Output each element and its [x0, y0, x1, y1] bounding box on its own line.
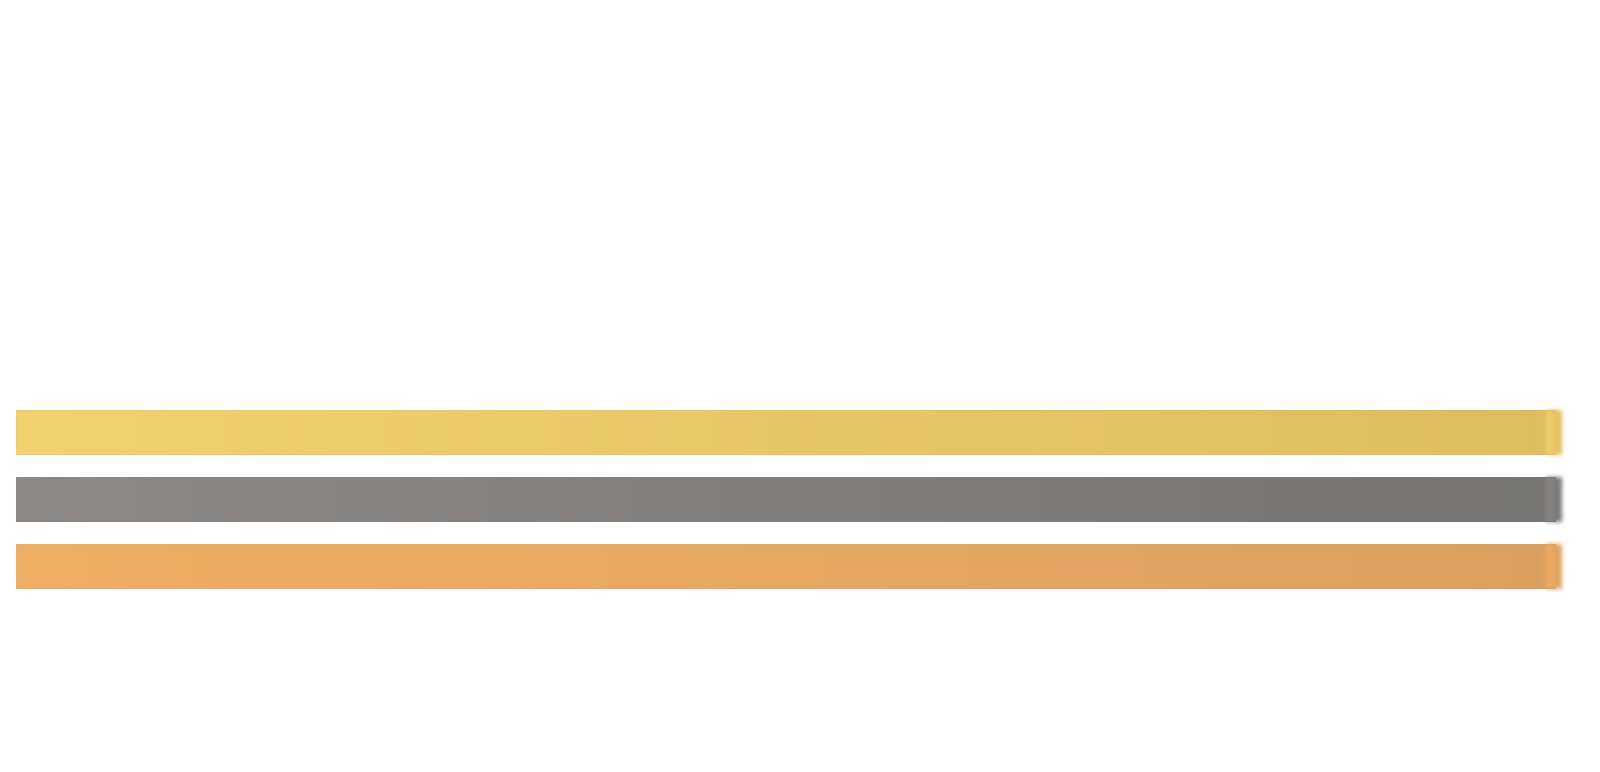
orange-bar — [16, 544, 1556, 589]
yellow-bar — [16, 410, 1556, 455]
gray-bar — [16, 477, 1556, 522]
color-bar-stack — [16, 410, 1556, 589]
